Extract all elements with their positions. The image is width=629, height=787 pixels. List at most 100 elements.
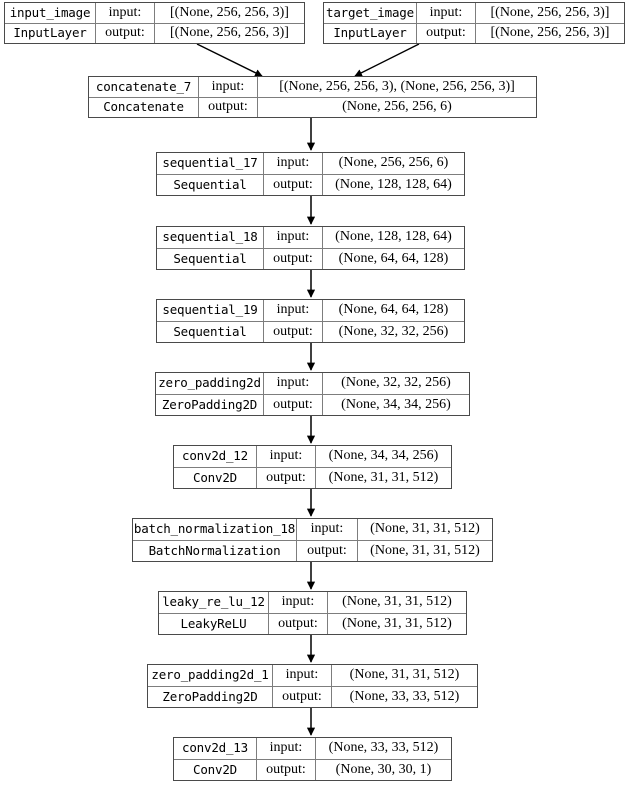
output-label: output: (264, 248, 323, 269)
output-label: output: (297, 540, 358, 561)
output-label: output: (257, 467, 316, 488)
node-leaky_re_lu_12[interactable]: leaky_re_lu_12 input: (None, 31, 31, 512… (158, 591, 467, 635)
layer-class: Concatenate (89, 97, 199, 117)
node-row-input: zero_padding2d_1 input: (None, 31, 31, 5… (148, 665, 477, 687)
layer-name: sequential_17 (157, 153, 264, 174)
input-label: input: (257, 738, 316, 759)
input-shape: [(None, 256, 256, 3)] (170, 4, 289, 20)
node-row-output: Sequential output: (None, 64, 64, 128) (157, 248, 464, 269)
node-zero_padding2d_1[interactable]: zero_padding2d_1 input: (None, 31, 31, 5… (147, 664, 478, 708)
layer-class: InputLayer (324, 23, 417, 43)
layer-class: Conv2D (174, 467, 257, 488)
output-label: output: (269, 613, 328, 634)
layer-class: ZeroPadding2D (148, 686, 273, 707)
node-row-input: batch_normalization_18 input: (None, 31,… (133, 519, 492, 541)
input-label: input: (269, 592, 328, 613)
output-label: output: (273, 686, 332, 707)
input-label: input: (199, 77, 258, 97)
edge-target_image-to-concatenate_7 (354, 43, 420, 77)
node-row-output: Conv2D output: (None, 31, 31, 512) (174, 467, 451, 488)
node-row-input: sequential_18 input: (None, 128, 128, 64… (157, 227, 464, 249)
layer-class: Sequential (157, 321, 264, 342)
layer-class: Sequential (157, 248, 264, 269)
input-shape: (None, 31, 31, 512) (370, 521, 480, 537)
output-shape: (None, 30, 30, 1) (335, 761, 432, 777)
layer-name: conv2d_12 (174, 446, 257, 467)
input-label: input: (273, 665, 332, 686)
layer-name: sequential_19 (157, 300, 264, 321)
node-zero_padding2d[interactable]: zero_padding2d input: (None, 32, 32, 256… (155, 372, 470, 416)
output-shape: (None, 64, 64, 128) (338, 250, 449, 266)
node-row-input: concatenate_7 input: [(None, 256, 256, 3… (89, 77, 536, 98)
output-label: output: (264, 174, 323, 195)
node-row-input: leaky_re_lu_12 input: (None, 31, 31, 512… (159, 592, 466, 614)
layer-class: InputLayer (5, 23, 96, 43)
output-shape: (None, 32, 32, 256) (338, 323, 449, 339)
input-label: input: (264, 373, 323, 394)
output-shape: (None, 34, 34, 256) (341, 396, 451, 412)
output-shape: (None, 256, 256, 6) (342, 99, 452, 115)
output-shape: (None, 33, 33, 512) (349, 688, 460, 704)
output-label: output: (257, 759, 316, 780)
node-row-output: LeakyReLU output: (None, 31, 31, 512) (159, 613, 466, 634)
input-label: input: (264, 153, 323, 174)
node-conv2d_12[interactable]: conv2d_12 input: (None, 34, 34, 256) Con… (173, 445, 452, 489)
node-row-output: Sequential output: (None, 32, 32, 256) (157, 321, 464, 342)
layer-class: Conv2D (174, 759, 257, 780)
output-shape: [(None, 256, 256, 3)] (170, 25, 289, 41)
node-row-output: ZeroPadding2D output: (None, 34, 34, 256… (156, 394, 469, 415)
output-label: output: (264, 394, 323, 415)
layer-name: conv2d_13 (174, 738, 257, 759)
node-target_image[interactable]: target_image input: [(None, 256, 256, 3)… (323, 2, 625, 44)
node-row-input: sequential_17 input: (None, 256, 256, 6) (157, 153, 464, 175)
input-label: input: (96, 3, 155, 23)
output-shape: (None, 31, 31, 512) (328, 469, 439, 485)
output-label: output: (199, 97, 258, 117)
output-shape: [(None, 256, 256, 3)] (490, 25, 610, 41)
node-input_image[interactable]: input_image input: [(None, 256, 256, 3)]… (4, 2, 305, 44)
output-label: output: (96, 23, 155, 43)
input-shape: (None, 31, 31, 512) (349, 667, 460, 683)
input-shape: (None, 34, 34, 256) (328, 448, 439, 464)
output-shape: (None, 128, 128, 64) (335, 176, 452, 192)
layer-name: zero_padding2d_1 (148, 665, 273, 686)
node-sequential_19[interactable]: sequential_19 input: (None, 64, 64, 128)… (156, 299, 465, 343)
layer-name: sequential_18 (157, 227, 264, 248)
layer-name: leaky_re_lu_12 (159, 592, 269, 613)
layer-name: zero_padding2d (156, 373, 264, 394)
input-label: input: (297, 519, 358, 540)
node-row-output: InputLayer output: [(None, 256, 256, 3)] (324, 23, 624, 43)
layer-name: input_image (5, 3, 96, 23)
input-shape: [(None, 256, 256, 3)] (490, 4, 610, 20)
node-row-input: conv2d_13 input: (None, 33, 33, 512) (174, 738, 451, 760)
input-shape: [(None, 256, 256, 3), (None, 256, 256, 3… (279, 78, 515, 94)
input-shape: (None, 31, 31, 512) (342, 594, 452, 610)
node-row-input: target_image input: [(None, 256, 256, 3)… (324, 3, 624, 24)
node-row-input: zero_padding2d input: (None, 32, 32, 256… (156, 373, 469, 395)
input-shape: (None, 33, 33, 512) (328, 740, 439, 756)
node-batch_normalization_18[interactable]: batch_normalization_18 input: (None, 31,… (132, 518, 493, 562)
input-shape: (None, 32, 32, 256) (341, 375, 451, 391)
layer-name: concatenate_7 (89, 77, 199, 97)
input-label: input: (417, 3, 476, 23)
node-row-output: Concatenate output: (None, 256, 256, 6) (89, 97, 536, 117)
node-row-output: ZeroPadding2D output: (None, 33, 33, 512… (148, 686, 477, 707)
layer-class: ZeroPadding2D (156, 394, 264, 415)
node-row-output: InputLayer output: [(None, 256, 256, 3)] (5, 23, 304, 43)
node-concatenate_7[interactable]: concatenate_7 input: [(None, 256, 256, 3… (88, 76, 537, 118)
input-shape: (None, 128, 128, 64) (335, 229, 452, 245)
output-label: output: (417, 23, 476, 43)
output-shape: (None, 31, 31, 512) (342, 615, 452, 631)
input-label: input: (257, 446, 316, 467)
output-shape: (None, 31, 31, 512) (370, 542, 480, 558)
node-conv2d_13[interactable]: conv2d_13 input: (None, 33, 33, 512) Con… (173, 737, 452, 781)
node-sequential_17[interactable]: sequential_17 input: (None, 256, 256, 6)… (156, 152, 465, 196)
node-row-output: Conv2D output: (None, 30, 30, 1) (174, 759, 451, 780)
layer-class: LeakyReLU (159, 613, 269, 634)
node-row-input: input_image input: [(None, 256, 256, 3)] (5, 3, 304, 24)
input-shape: (None, 256, 256, 6) (338, 155, 449, 171)
layer-class: Sequential (157, 174, 264, 195)
node-sequential_18[interactable]: sequential_18 input: (None, 128, 128, 64… (156, 226, 465, 270)
layer-name: batch_normalization_18 (133, 519, 297, 540)
